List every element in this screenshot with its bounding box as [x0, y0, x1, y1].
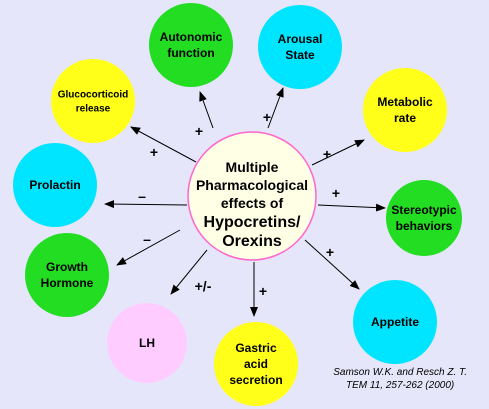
effect-label-glucocorticoid-release-line-2: release: [76, 104, 111, 115]
center-text-line-2: Pharmacological: [196, 177, 308, 193]
effect-sign-autonomic-function: +: [195, 123, 203, 139]
arrow-to-appetite: [304, 239, 360, 290]
citation-authors: Samson W.K. and Resch Z. T.: [333, 367, 467, 378]
effect-sign-arousal-state: +: [263, 109, 271, 125]
effect-label-autonomic-function-line-1: Autonomic: [160, 30, 223, 44]
effect-label-gastric-acid-secretion-line-1: Gastric: [235, 341, 277, 355]
effect-sign-appetite: +: [326, 244, 334, 260]
effect-circle-autonomic-function: [149, 3, 233, 87]
effect-circle-glucocorticoid-release: [51, 59, 135, 143]
arrow-to-lh: [170, 249, 208, 295]
effect-sign-gastric-acid-secretion: +: [259, 283, 267, 299]
center-node: Multiple Pharmacological effects of Hypo…: [187, 131, 317, 261]
effect-circle-metabolic-rate: [363, 68, 447, 152]
effect-sign-prolactin: –: [138, 188, 146, 204]
effect-circle-arousal-state: [258, 5, 342, 89]
effect-circle-appetite: [353, 280, 437, 364]
center-text-line-3: effects of: [221, 195, 284, 211]
effect-label-autonomic-function-line-2: function: [167, 46, 214, 60]
effect-label-growth-hormone-line-1: Growth: [46, 260, 88, 274]
effect-circle-stereotypic-behaviors: [386, 180, 462, 256]
center-circle: [187, 131, 317, 261]
effect-label-stereotypic-behaviors-line-2: behaviors: [396, 219, 453, 233]
effect-sign-glucocorticoid-release: +: [150, 144, 158, 160]
citation: Samson W.K. and Resch Z. T. TEM 11, 257-…: [333, 366, 467, 392]
effect-node-stereotypic-behaviors: Stereotypic behaviors: [386, 180, 462, 256]
effect-node-metabolic-rate: Metabolic rate: [363, 68, 447, 152]
effect-label-metabolic-rate-line-2: rate: [394, 111, 416, 125]
arrow-to-autonomic-function: [199, 91, 214, 129]
effect-sign-growth-hormone: –: [143, 231, 151, 247]
effect-circle-gastric-acid-secretion: [214, 322, 298, 406]
effect-node-appetite: Appetite: [353, 280, 437, 364]
effect-label-prolactin-line-1: Prolactin: [29, 178, 80, 192]
effect-label-gastric-acid-secretion-line-3: secretion: [229, 373, 282, 387]
effect-sign-metabolic-rate: +: [323, 146, 331, 162]
effect-label-glucocorticoid-release-line-1: Glucocorticoid: [58, 90, 129, 101]
arrow-to-glucocorticoid-release: [130, 126, 197, 163]
effect-circle-prolactin: [13, 143, 97, 227]
effect-label-arousal-state-line-1: Arousal: [278, 32, 323, 46]
arrow-to-metabolic-rate: [311, 139, 365, 166]
effect-node-glucocorticoid-release: Glucocorticoid release: [51, 59, 135, 143]
arrows: + + + + + + +/- – – +: [104, 87, 386, 317]
arrow-to-arousal-state: [267, 87, 284, 129]
arrow-to-stereotypic-behaviors: [317, 203, 386, 212]
effect-circle-lh: [107, 303, 187, 383]
effect-sign-stereotypic-behaviors: +: [332, 185, 340, 201]
effect-node-lh: LH: [107, 303, 187, 383]
effect-label-appetite-line-1: Appetite: [371, 315, 419, 329]
center-text-line-5: Orexins: [222, 233, 282, 250]
effect-label-arousal-state-line-2: State: [285, 48, 315, 62]
arrow-to-prolactin: [104, 200, 188, 209]
effect-label-gastric-acid-secretion-line-2: acid: [244, 357, 268, 371]
effect-node-prolactin: Prolactin: [13, 143, 97, 227]
effect-node-autonomic-function: Autonomic function: [149, 3, 233, 87]
effect-label-lh-line-1: LH: [139, 336, 155, 350]
effect-label-growth-hormone-line-2: Hormone: [41, 276, 94, 290]
arrow-to-growth-hormone: [116, 229, 181, 266]
citation-journal: TEM 11, 257-262 (2000): [346, 380, 455, 391]
effect-node-gastric-acid-secretion: Gastric acid secretion: [214, 322, 298, 406]
effect-label-metabolic-rate-line-1: Metabolic: [377, 95, 433, 109]
effect-label-stereotypic-behaviors-line-1: Stereotypic: [391, 203, 457, 217]
effect-sign-lh: +/-: [195, 278, 212, 294]
effect-circle-growth-hormone: [25, 233, 109, 317]
center-text-line-4: Hypocretins/: [204, 214, 301, 231]
center-text-line-1: Multiple: [226, 159, 279, 175]
